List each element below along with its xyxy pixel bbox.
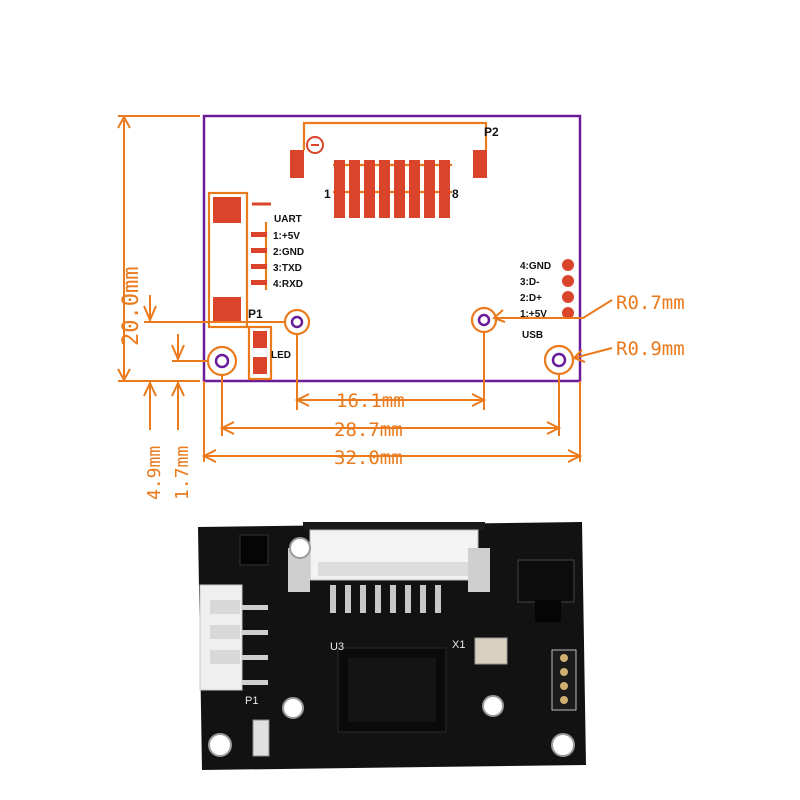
p2-pads: [334, 160, 450, 218]
radius-0-9: R0.9mm: [616, 338, 685, 360]
led-label: LED: [271, 350, 291, 361]
p1-label: P1: [248, 307, 263, 321]
usb-pin-1: 1:+5V: [520, 309, 547, 320]
uart-pin-2: 2:GND: [273, 247, 304, 258]
uart-pin-4: 4:RXD: [273, 279, 303, 290]
fpc-connector: [288, 522, 490, 613]
pin1-marker-icon: [306, 136, 324, 154]
uart-pin-3: 3:TXD: [273, 263, 302, 274]
usb-pin-4: 4:GND: [520, 261, 551, 272]
usb-title: USB: [522, 330, 543, 341]
dimensions: [117, 114, 613, 463]
p2-connector: P2 1 8: [290, 121, 499, 218]
p1-connector: UART 1:+5V 2:GND 3:TXD 4:RXD P1: [207, 191, 304, 329]
usb-pin-3: 3:D-: [520, 277, 539, 288]
chip-u3: U3: [330, 641, 447, 733]
board-outline: [202, 114, 582, 383]
x1-label: X1: [452, 639, 465, 651]
usb-header: 4:GND 3:D- 2:D+ 1:+5V USB: [520, 259, 574, 341]
board-mounting-holes: [208, 537, 575, 757]
uart-header: [199, 584, 268, 691]
dim-1-7: 1.7mm: [172, 446, 193, 500]
p2-pin-first: 1: [324, 187, 331, 201]
uart-pin-1: 1:+5V: [273, 231, 300, 242]
dim-height: 20.0mm: [119, 267, 144, 346]
usb-pads: [551, 649, 577, 711]
p2-pin-last: 8: [452, 187, 459, 201]
mounting-holes: [206, 306, 575, 377]
u3-label: U3: [330, 641, 344, 653]
usb-pin-2: 2:D+: [520, 293, 542, 304]
uart-title: UART: [274, 214, 302, 225]
p1-silk-label: P1: [245, 695, 258, 707]
dim-16-1: 16.1mm: [336, 390, 405, 412]
board-photo: U3 X1 P1: [198, 522, 586, 770]
technical-drawing: P2 1 8 UART 1:+5V 2:GND 3:TXD 4:RXD P1: [117, 114, 685, 500]
radius-0-7: R0.7mm: [616, 292, 685, 314]
dim-4-9: 4.9mm: [144, 446, 165, 500]
crystal-x1: X1: [452, 637, 508, 665]
dim-28-7: 28.7mm: [334, 419, 403, 441]
p2-label: P2: [484, 125, 499, 139]
dim-32-0: 32.0mm: [334, 447, 403, 469]
led-footprint: LED: [247, 325, 291, 381]
